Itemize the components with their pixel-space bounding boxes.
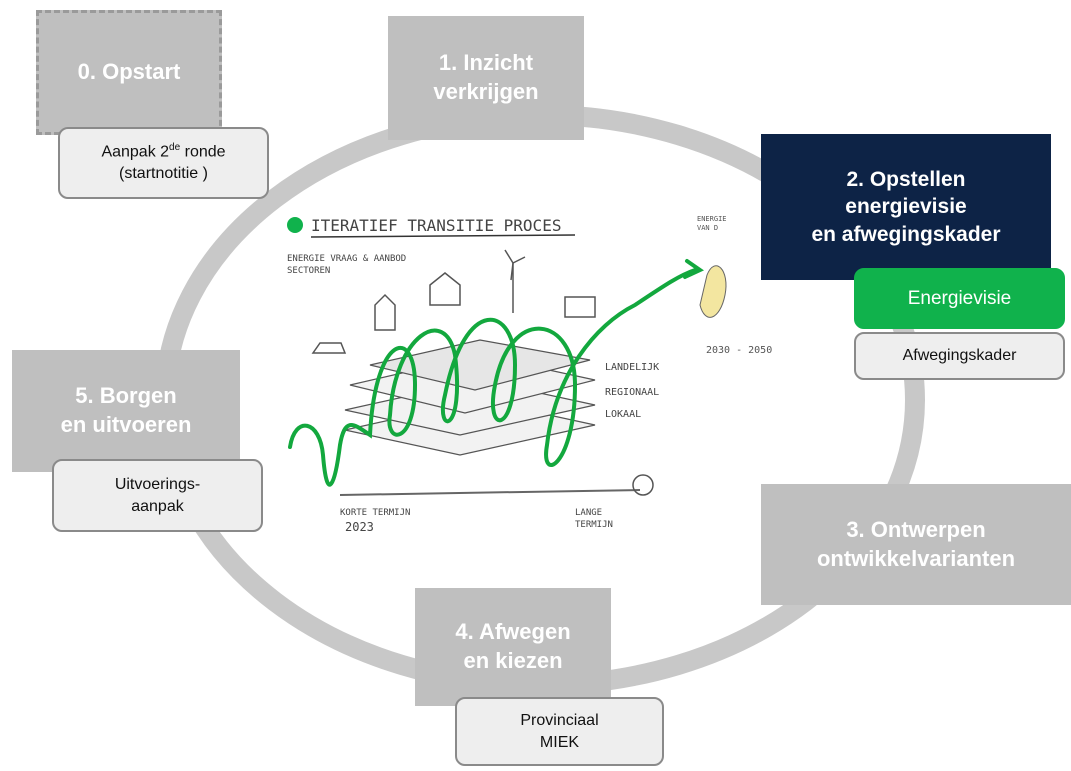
money-icon bbox=[564, 296, 596, 318]
clock-icon bbox=[632, 474, 654, 496]
phase-5-borgen-en-uitvoeren[interactable]: 5. Borgen en uitvoeren bbox=[12, 350, 240, 472]
map-layers bbox=[344, 339, 596, 456]
layer-label-regional: REGIONAAL bbox=[605, 387, 659, 398]
future-map-sketch bbox=[699, 265, 727, 318]
phase-2-opstellen-energievisie[interactable]: 2. Opstellen energievisie en afwegingska… bbox=[761, 134, 1051, 280]
layer-label-national: LANDELIJK bbox=[605, 362, 659, 373]
spiral-arrowhead bbox=[683, 259, 705, 279]
note-provinciaal-miek[interactable]: Provinciaal MIEK bbox=[455, 697, 664, 766]
note-uitvoeringsaanpak[interactable]: Uitvoerings- aanpak bbox=[52, 459, 263, 532]
long-term-label: LANGE bbox=[575, 508, 602, 518]
transition-process-sketch: ITERATIEF TRANSITIE PROCES ENERGIE VRAAG… bbox=[287, 216, 727, 534]
house-icon bbox=[429, 272, 461, 306]
sector-icons bbox=[311, 249, 596, 354]
iteration-spiral-arrow bbox=[288, 268, 697, 487]
phase-3-ontwerpen-varianten[interactable]: 3. Ontwerpen ontwikkelvarianten bbox=[761, 484, 1071, 605]
sketch-corner-label: ENERGIE VAN D bbox=[697, 215, 727, 233]
long-term-label-2: TERMIJN bbox=[575, 520, 613, 530]
sketch-title-dot bbox=[287, 217, 303, 233]
sketch-subtitle-2: SECTOREN bbox=[287, 266, 330, 276]
note-energievisie[interactable]: Energievisie bbox=[854, 268, 1065, 329]
sketch-subtitle-1: ENERGIE VRAAG & AANBOD bbox=[287, 254, 406, 264]
phase-4-afwegen-en-kiezen[interactable]: 4. Afwegen en kiezen bbox=[415, 588, 611, 706]
short-term-label: KORTE TERMIJN bbox=[340, 508, 410, 518]
timeline-axis bbox=[339, 489, 641, 496]
car-icon bbox=[311, 342, 347, 354]
note-afwegingskader[interactable]: Afwegingskader bbox=[854, 332, 1065, 380]
period-label: 2030 - 2050 bbox=[706, 345, 773, 356]
phase-0-opstart[interactable]: 0. Opstart bbox=[36, 10, 222, 135]
layer-label-local: LOKAAL bbox=[605, 409, 641, 420]
year-start-label: 2023 bbox=[345, 520, 374, 534]
note-aanpak-text: Aanpak 2de ronde (startnotitie ) bbox=[101, 142, 226, 183]
factory-icon bbox=[374, 293, 396, 331]
sketch-title: ITERATIEF TRANSITIE PROCES bbox=[311, 216, 561, 235]
phase-1-inzicht-verkrijgen[interactable]: 1. Inzicht verkrijgen bbox=[388, 16, 584, 140]
note-aanpak-startnotitie[interactable]: Aanpak 2de ronde (startnotitie ) bbox=[58, 127, 269, 199]
